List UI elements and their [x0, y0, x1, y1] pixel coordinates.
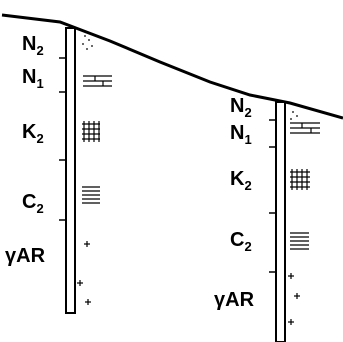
right-layer-label-n2: N2 [230, 95, 252, 120]
left-layer-label-k2: K2 [22, 121, 44, 146]
right-well-boundary-ticks [269, 119, 276, 273]
left-layer-label-gamma-ar: γAR [5, 245, 46, 267]
right-layer-label-c2: C2 [230, 229, 252, 254]
left-pattern-dotted [82, 35, 93, 50]
right-layer-label-gamma-ar: γAR [214, 289, 255, 311]
right-layer-label-n1: N1 [230, 122, 252, 147]
ground-surface-line [1, 13, 343, 120]
right-layer-label-k2: K2 [230, 168, 252, 193]
left-layer-label-c2: C2 [22, 191, 44, 216]
left-pattern-crosses [77, 241, 91, 305]
left-pattern-grid [82, 121, 100, 142]
right-well-casing [275, 101, 286, 342]
left-well-boundary-ticks [59, 57, 66, 221]
left-pattern-horizontal-lines [82, 186, 100, 204]
right-pattern-horizontal-lines [290, 232, 309, 250]
left-layer-label-n1: N1 [22, 66, 44, 91]
left-well-casing [65, 27, 76, 314]
left-well: N2 N1 K2 C2 γAR [5, 27, 112, 314]
right-pattern-grid [290, 169, 310, 190]
right-pattern-dotted [290, 111, 298, 120]
left-pattern-brick [83, 75, 112, 87]
left-layer-label-n2: N2 [22, 33, 44, 58]
right-pattern-crosses [288, 273, 300, 325]
right-well: N2 N1 K2 C2 γAR [214, 95, 320, 342]
right-pattern-brick [290, 122, 320, 134]
